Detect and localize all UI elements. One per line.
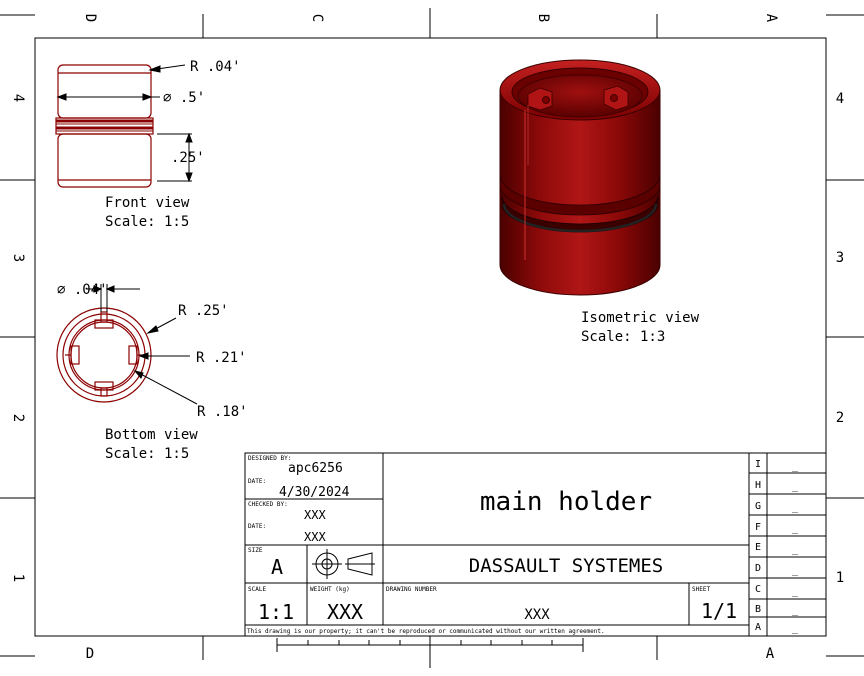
revision-value: _ [792, 502, 799, 513]
front-view-scale: Scale: 1:5 [105, 214, 189, 230]
checked-by-label: CHECKED BY: [248, 501, 288, 508]
zone-labels-top: D C B A [82, 14, 779, 23]
revision-value: _ [792, 586, 799, 597]
revision-value: _ [792, 461, 799, 472]
front-view-bottom-body [57, 133, 152, 188]
sheet-border [34, 37, 827, 637]
zone-label-top-a: A [763, 14, 779, 23]
revision-value: _ [792, 605, 799, 616]
checked-by-value: XXX [304, 508, 326, 522]
row-labels-right: 4 3 2 1 [836, 91, 844, 586]
row-label-left-1: 1 [10, 574, 26, 582]
scale-value: 1:1 [258, 600, 294, 624]
front-view-dimensions [56, 64, 193, 183]
bottom-view-scale: Scale: 1:5 [105, 446, 189, 462]
revision-letter: C [755, 584, 761, 595]
zone-label-top-c: C [309, 14, 325, 22]
drawing-title: main holder [480, 487, 652, 517]
bottom-view-label: Bottom view [105, 427, 198, 443]
isometric-view-scale: Scale: 1:3 [581, 329, 665, 345]
size-value: A [271, 555, 283, 579]
disclaimer-text: This drawing is our property; it can't b… [247, 628, 605, 635]
row-label-right-1: 1 [836, 570, 844, 586]
date2-label: DATE: [248, 523, 266, 530]
revision-table: I _ H _ G _ F _ E _ D _ C _ B _ A _ [755, 459, 799, 634]
revision-value: _ [792, 623, 799, 634]
sheet-label: SHEET [692, 586, 710, 593]
revision-value: _ [792, 481, 799, 492]
revision-letter: H [755, 480, 761, 491]
dim-front-radius: R .04' [190, 59, 241, 75]
front-view-label: Front view [105, 195, 190, 211]
revision-letter: F [755, 522, 761, 533]
row-label-left-4: 4 [10, 94, 26, 102]
dim-front-diameter: ∅ .5' [163, 90, 205, 106]
scale-label: SCALE [248, 586, 266, 593]
dim-front-height: .25' [171, 150, 205, 166]
projection-symbol-icon [312, 549, 375, 579]
revision-letter: E [755, 542, 761, 553]
revision-letter: D [755, 563, 761, 574]
isometric-view [499, 59, 661, 296]
revision-value: _ [792, 544, 799, 555]
drawing-number-value: XXX [524, 607, 550, 623]
zone-label-top-b: B [535, 14, 551, 22]
front-view-dimension-text: R .04' ∅ .5' .25' [163, 59, 241, 166]
row-label-left-2: 2 [10, 414, 26, 422]
designed-by-label: DESIGNED BY: [248, 455, 291, 462]
revision-letter: A [755, 622, 761, 633]
dim-bottom-r-outer: R .25' [178, 303, 229, 319]
revision-letter: G [755, 501, 761, 512]
sheet-value: 1/1 [701, 599, 737, 623]
date2-value: XXX [304, 530, 326, 544]
revision-letter: I [755, 459, 761, 470]
bottom-view-dimensions [86, 284, 198, 405]
drawing-number-label: DRAWING NUMBER [386, 586, 437, 593]
size-label: SIZE [248, 547, 263, 554]
row-label-right-2: 2 [836, 410, 844, 426]
date-label: DATE: [248, 478, 266, 485]
weight-value: XXX [327, 600, 363, 624]
row-label-left-3: 3 [10, 254, 26, 262]
zone-labels-bottom: D A [86, 646, 775, 662]
revision-value: _ [792, 565, 799, 576]
zone-ticks [0, 8, 864, 668]
zone-label-bottom-d: D [86, 646, 94, 662]
front-view [55, 64, 154, 188]
date-value: 4/30/2024 [279, 485, 350, 500]
dim-bottom-diameter: ∅ .04' [57, 282, 108, 298]
row-label-right-3: 3 [836, 250, 844, 266]
isometric-view-label: Isometric view [581, 310, 700, 326]
title-block-text: DESIGNED BY: apc6256 DATE: 4/30/2024 CHE… [247, 455, 737, 635]
designed-by-value: apc6256 [288, 461, 343, 476]
dim-bottom-r-mid: R .21' [196, 350, 247, 366]
row-labels-left: 4 3 2 1 [10, 94, 26, 582]
bottom-view [56, 307, 152, 403]
dim-bottom-r-inner: R .18' [197, 404, 248, 420]
company-name: DASSAULT SYSTEMES [469, 555, 663, 577]
zone-label-top-d: D [82, 14, 98, 22]
revision-letter: B [755, 604, 761, 615]
row-label-right-4: 4 [836, 91, 844, 107]
zone-label-bottom-a: A [766, 646, 775, 662]
weight-label: WEIGHT (kg) [310, 586, 350, 593]
title-block [244, 452, 827, 637]
bottom-view-dimension-text: ∅ .04' R .25' R .21' R .18' [57, 282, 248, 420]
revision-value: _ [792, 523, 799, 534]
